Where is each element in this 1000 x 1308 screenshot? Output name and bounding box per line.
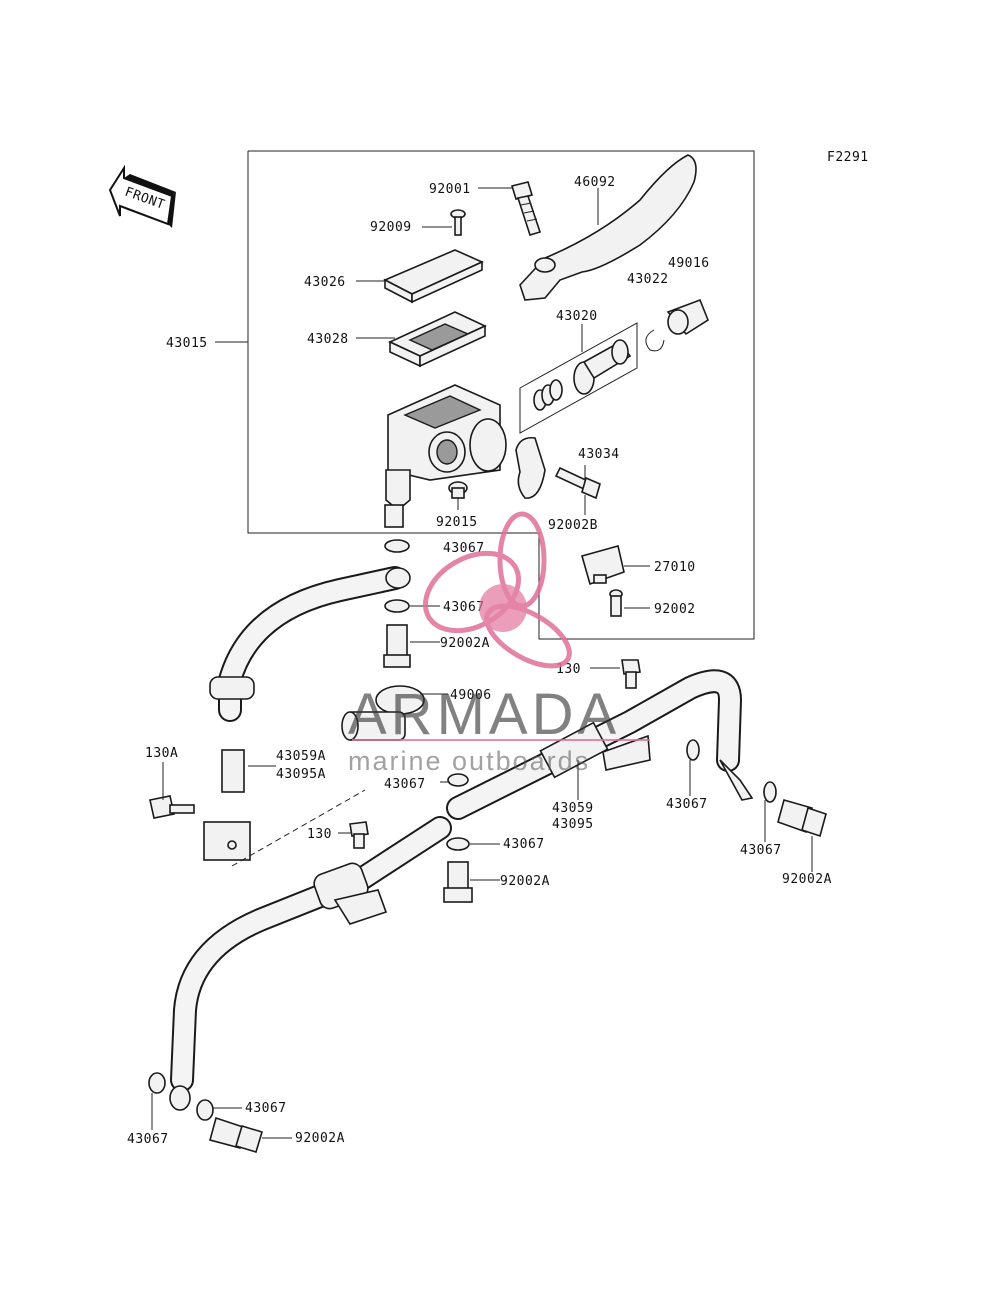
label-49006: 49006 (450, 688, 492, 703)
label-43026: 43026 (304, 275, 346, 290)
label-43067-lower-left: 43067 (245, 1101, 287, 1116)
label-43067-caliper-left: 43067 (127, 1132, 169, 1147)
main-brake-hose (446, 669, 754, 820)
cap-screw (450, 209, 466, 236)
label-92002B: 92002B (548, 518, 598, 533)
washer-mid (384, 599, 410, 613)
bolt-130-top (621, 659, 641, 689)
watermark-logo (422, 511, 572, 669)
label-130A: 130A (145, 746, 178, 761)
washer-lower-left (196, 1099, 214, 1121)
label-43015: 43015 (166, 336, 208, 351)
label-92002A-top: 92002A (440, 636, 490, 651)
banjo-bolt-right (777, 799, 827, 838)
pivot-bolt (510, 181, 542, 236)
handlebar-clamp (515, 436, 546, 499)
bolt-130-mid (349, 821, 369, 849)
label-130-mid: 130 (307, 827, 332, 842)
washer-caliper-right (763, 781, 777, 803)
label-92001: 92001 (429, 182, 471, 197)
lower-brake-hose (169, 816, 452, 1111)
front-arrow-icon: FRONT (108, 164, 176, 228)
upper-brake-hose (203, 566, 411, 861)
label-43067-caliper-right: 43067 (740, 843, 782, 858)
washer-caliper-left (148, 1072, 166, 1094)
label-43067-lower: 43067 (503, 837, 545, 852)
dust-boot (666, 298, 709, 336)
label-43067-joint: 43067 (384, 777, 426, 792)
label-43095A: 43095A (276, 767, 326, 782)
hose-bolt-130A (149, 795, 195, 819)
bleeder-screw (448, 481, 468, 499)
washer-joint (447, 773, 469, 787)
washer-top (384, 539, 410, 553)
label-49016: 49016 (668, 256, 710, 271)
label-43028: 43028 (307, 332, 349, 347)
label-43020: 43020 (556, 309, 598, 324)
label-43034: 43034 (578, 447, 620, 462)
label-27010: 27010 (654, 560, 696, 575)
master-cylinder-body (384, 384, 507, 528)
label-43067-right: 43067 (666, 797, 708, 812)
switch-screw (609, 589, 623, 617)
reservoir-diaphragm (388, 311, 487, 368)
banjo-bolt-left (209, 1116, 263, 1153)
label-43067-top: 43067 (443, 541, 485, 556)
label-92002A-left: 92002A (295, 1131, 345, 1146)
assembly-frame (247, 150, 755, 640)
piston-kit (533, 339, 632, 411)
label-43067-mid: 43067 (443, 600, 485, 615)
banjo-bolt-lower (443, 861, 473, 903)
label-92015: 92015 (436, 515, 478, 530)
label-43059: 43059 (552, 801, 594, 816)
label-43095: 43095 (552, 817, 594, 832)
label-92002: 92002 (654, 602, 696, 617)
brake-lever (519, 154, 697, 301)
diagram-code: F2291 (827, 150, 869, 165)
piston-kit-frame (519, 322, 638, 434)
label-92009: 92009 (370, 220, 412, 235)
label-92002A-right: 92002A (782, 872, 832, 887)
banjo-bolt-top (383, 624, 411, 668)
label-46092: 46092 (574, 175, 616, 190)
watermark-brand: ARMADA (348, 682, 620, 747)
circlip (645, 329, 665, 352)
three-way-joint (341, 685, 425, 741)
label-43022: 43022 (627, 272, 669, 287)
leader-lines (151, 187, 813, 1139)
washer-right (686, 739, 700, 761)
label-43059A: 43059A (276, 749, 326, 764)
clamp-bolt (554, 466, 601, 500)
label-92002A-lower: 92002A (500, 874, 550, 889)
washer-lower (446, 837, 470, 851)
brake-light-switch (581, 545, 625, 586)
watermark-tagline: marine outboards (348, 746, 590, 776)
